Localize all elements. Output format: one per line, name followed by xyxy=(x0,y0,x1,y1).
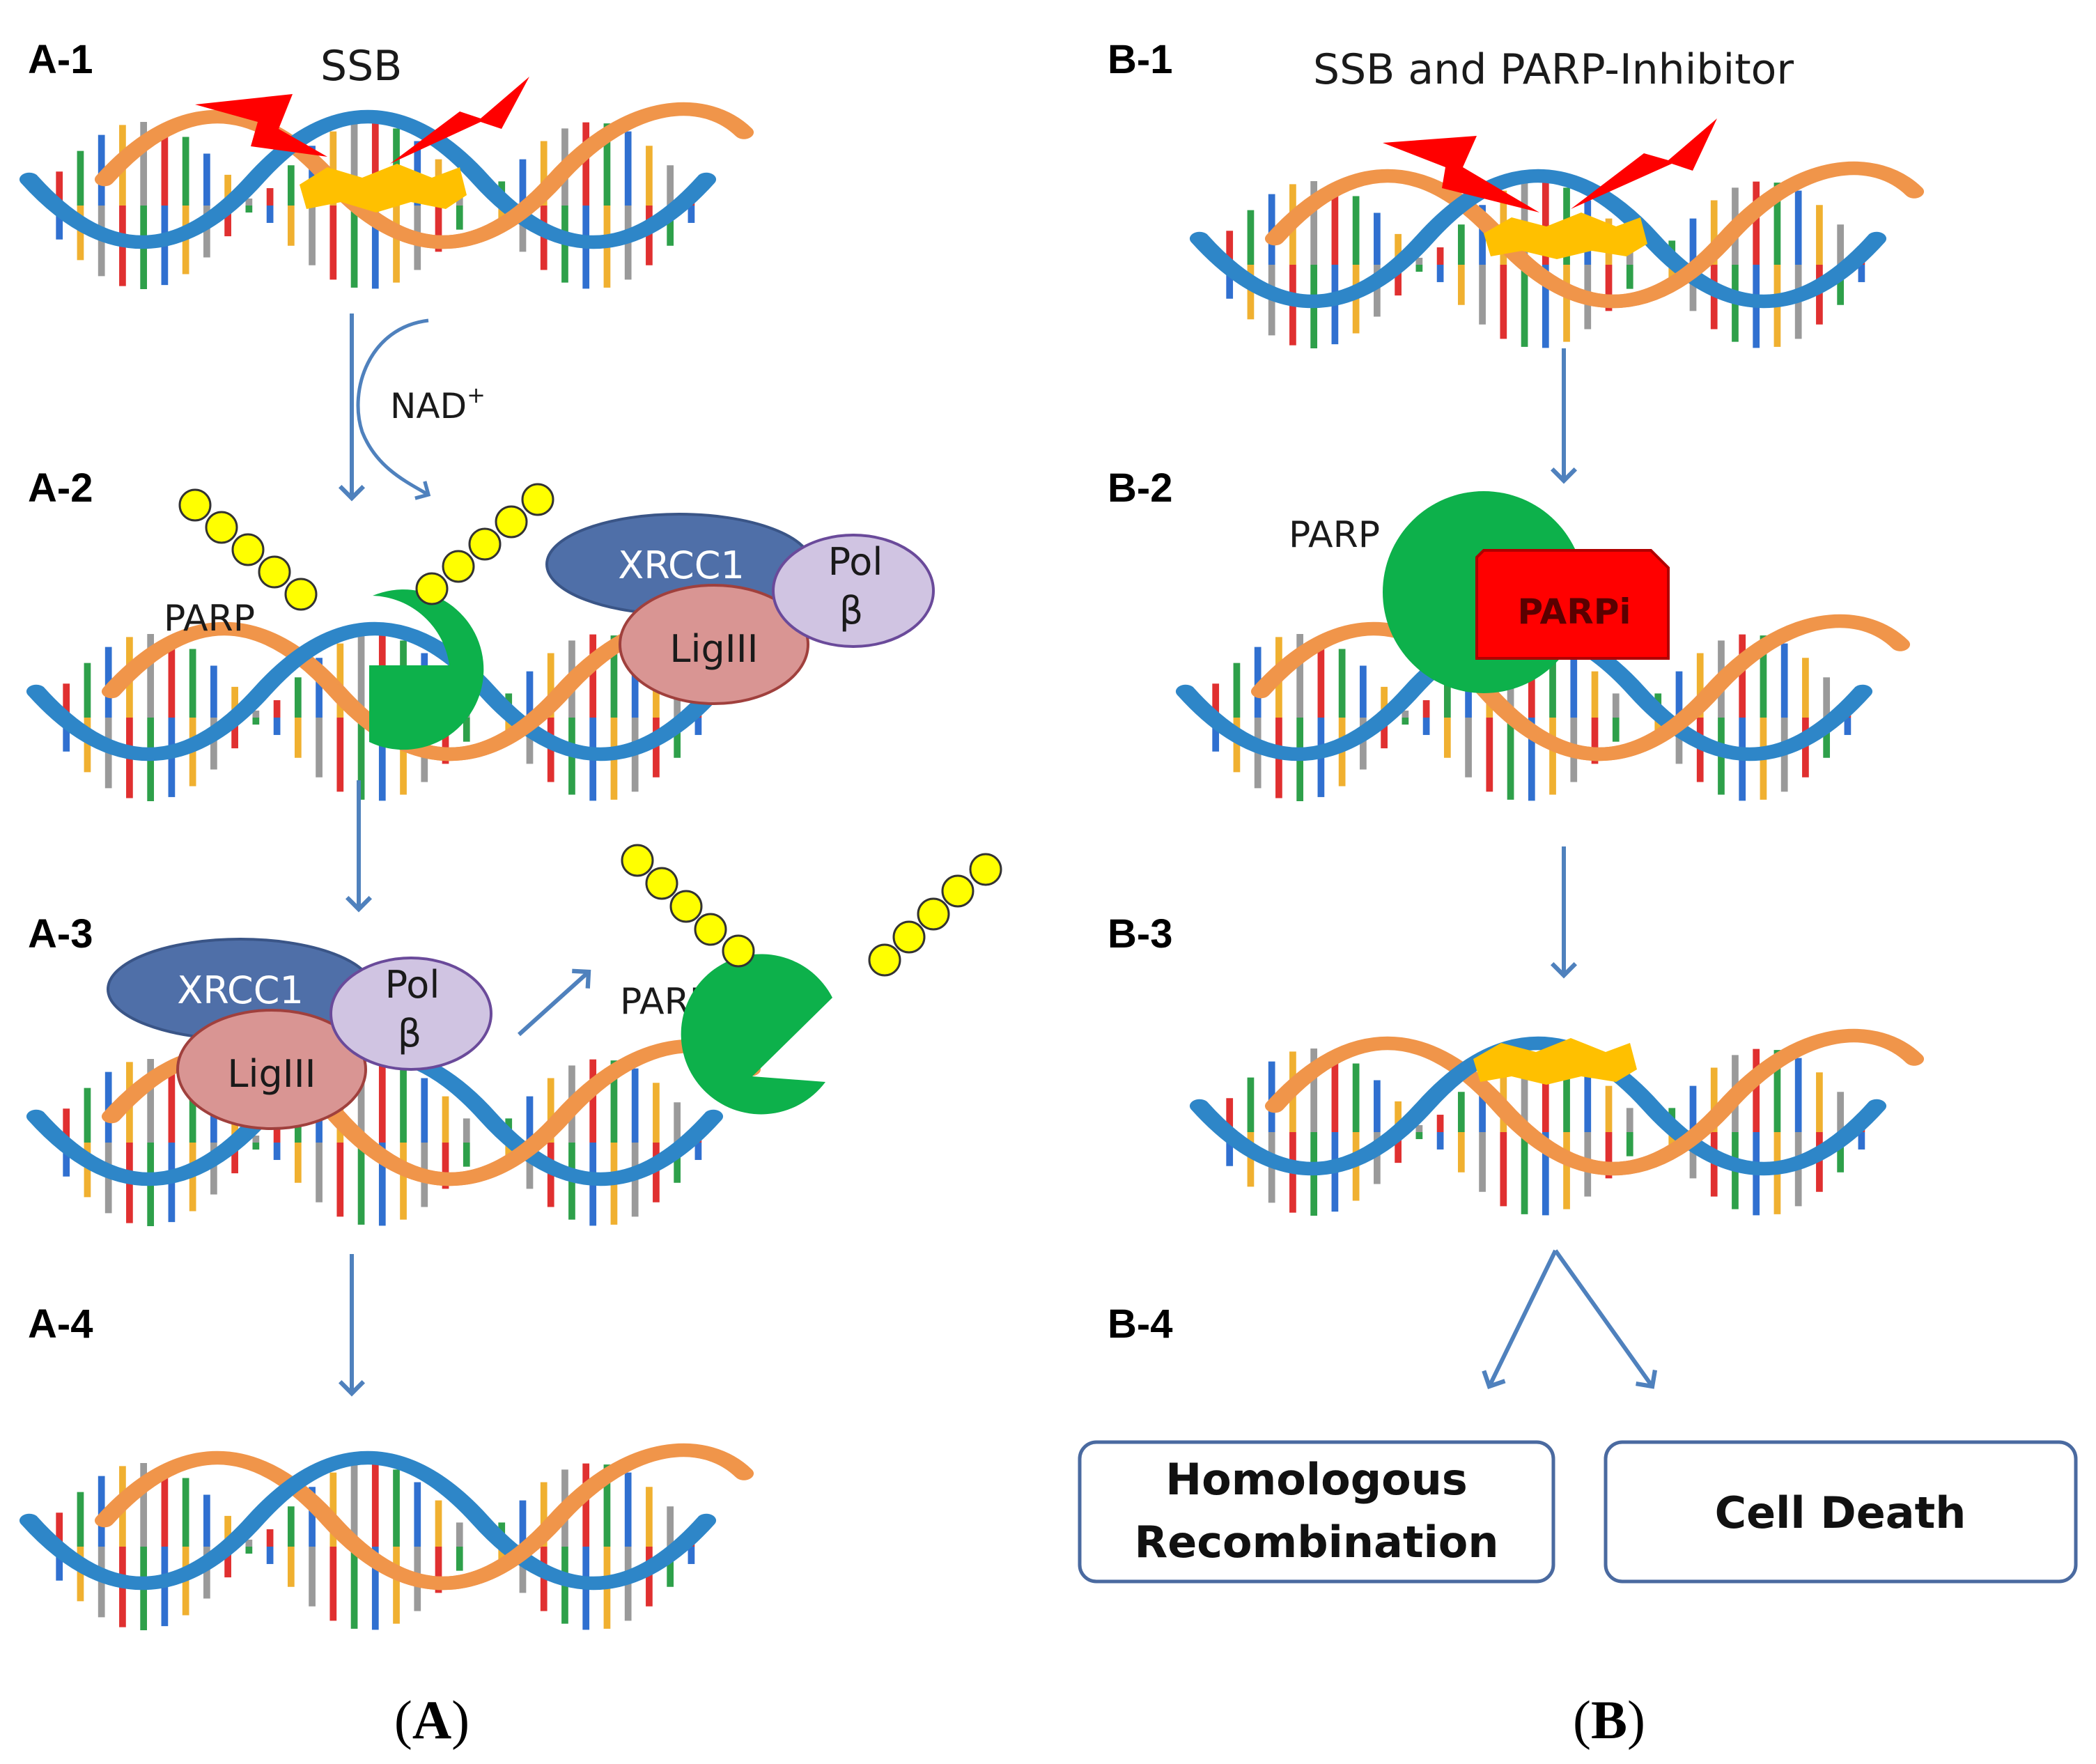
nad-consumption-arrow xyxy=(356,318,431,500)
nad-label: NAD+ xyxy=(390,382,486,426)
ligiii-label-a2: LigIII xyxy=(669,627,758,671)
outcome-hr-line1: Homologous xyxy=(1165,1454,1468,1505)
arrow-b4-left xyxy=(1482,1249,1558,1390)
pol-label-a3: Pol xyxy=(385,963,440,1007)
ssb-label: SSB xyxy=(320,42,402,91)
lightning-bolt-icon xyxy=(390,77,529,164)
parp-enzyme xyxy=(369,589,484,750)
par-chain-right xyxy=(868,853,1002,977)
arrow-parp-release xyxy=(517,968,591,1037)
caption-a: (A) xyxy=(394,1689,469,1750)
beta-label-a2: β xyxy=(839,589,863,633)
dna-helix-a4 xyxy=(29,1450,744,1630)
pol-beta-protein xyxy=(772,534,935,648)
lightning-bolt-icon xyxy=(1383,136,1539,212)
ligiii-protein xyxy=(619,584,809,705)
ligiii-label-a3: LigIII xyxy=(227,1052,316,1096)
outcome-box-cell-death xyxy=(1604,1440,2078,1584)
parp-label-b2: PARP xyxy=(1289,514,1380,556)
parpi-inhibitor xyxy=(1475,549,1670,660)
par-chain-left xyxy=(621,844,755,968)
strand-break-b1 xyxy=(1484,212,1647,259)
xrcc1-label-a2: XRCC1 xyxy=(618,543,745,587)
outcome-box-homologous-recombination xyxy=(1078,1440,1555,1584)
ssb-inhibitor-label: SSB and PARP-Inhibitor xyxy=(1313,45,1794,94)
par-chain-left xyxy=(178,488,318,611)
ligiii-protein xyxy=(176,1009,367,1130)
arrow-b4-right xyxy=(1553,1249,1658,1389)
outcome-hr-line2: Recombination xyxy=(1135,1517,1499,1568)
strand-break-a1 xyxy=(300,164,467,212)
step-label-b2: B-2 xyxy=(1108,465,1172,511)
xrcc1-label-a3: XRCC1 xyxy=(177,968,304,1012)
parp-enzyme-released xyxy=(681,954,832,1115)
dna-helix-a3 xyxy=(36,1046,751,1226)
strand-break-b3 xyxy=(1473,1038,1637,1085)
panel-b: B-1 B-2 B-3 B-4 SSB and PARP-Inhibitor P… xyxy=(1078,37,2078,1750)
beta-label-a3: β xyxy=(398,1012,421,1055)
caption-b: (B) xyxy=(1573,1689,1645,1750)
step-label-a1: A-1 xyxy=(28,37,93,82)
lightning-bolt-icon xyxy=(1571,118,1717,209)
panel-a: A-1 A-2 A-3 A-4 SSB NAD+ PARP XRCC1 xyxy=(28,37,1002,1750)
pol-beta-protein xyxy=(329,957,492,1071)
par-chain-right xyxy=(415,483,554,605)
lightning-bolt-icon xyxy=(195,94,327,157)
step-label-b1: B-1 xyxy=(1108,37,1172,82)
parpi-label: PARPi xyxy=(1517,591,1631,632)
step-label-a2: A-2 xyxy=(28,465,93,511)
pol-label-a2: Pol xyxy=(828,540,883,584)
step-label-b3: B-3 xyxy=(1108,911,1172,957)
step-label-b4: B-4 xyxy=(1108,1301,1172,1347)
outcome-cell-death: Cell Death xyxy=(1715,1487,1966,1538)
step-label-a4: A-4 xyxy=(28,1301,93,1347)
step-label-a3: A-3 xyxy=(28,911,93,957)
parp-label-a2: PARP xyxy=(164,598,255,640)
